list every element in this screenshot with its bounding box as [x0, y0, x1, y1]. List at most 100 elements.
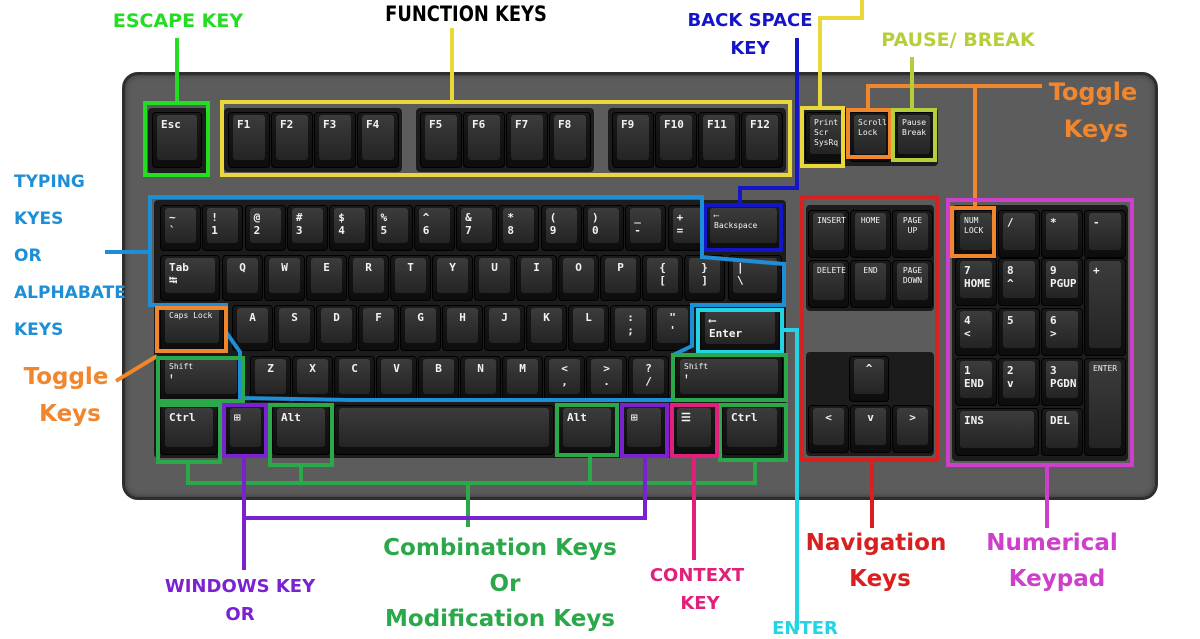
key-f6[interactable]: F6 — [463, 112, 505, 168]
key-alt[interactable]: Alt — [558, 405, 616, 455]
key--[interactable]: - — [1084, 210, 1126, 258]
key-y[interactable]: Y — [432, 255, 473, 301]
key-u[interactable]: U — [474, 255, 515, 301]
key-delete[interactable]: DELETE — [808, 260, 849, 308]
key-/[interactable]: / — [998, 210, 1040, 258]
key-f2[interactable]: F2 — [271, 112, 313, 168]
key-☰[interactable]: ☰ — [672, 405, 716, 455]
key-ins[interactable]: INS — [955, 408, 1039, 456]
key-end[interactable]: END — [850, 260, 891, 308]
key-q[interactable]: Q — [222, 255, 263, 301]
key-alt[interactable]: Alt — [272, 405, 330, 455]
key-3-pgdn[interactable]: 3 PGDN — [1041, 358, 1083, 406]
key-~-`[interactable]: ~ ` — [160, 205, 201, 251]
key-k[interactable]: K — [526, 305, 567, 351]
key-1-end[interactable]: 1 END — [955, 358, 997, 406]
key-label: F5 — [425, 115, 457, 160]
key-(-9[interactable]: ( 9 — [540, 205, 582, 251]
key-9-pgup[interactable]: 9 PGUP — [1041, 258, 1083, 306]
key-j[interactable]: J — [484, 305, 525, 351]
key-f5[interactable]: F5 — [420, 112, 462, 168]
key-f1[interactable]: F1 — [228, 112, 270, 168]
key-i[interactable]: I — [516, 255, 557, 301]
key-s[interactable]: S — [274, 305, 315, 351]
key-label: W — [269, 258, 300, 293]
key-page-up[interactable]: PAGE UP — [892, 210, 933, 258]
key-esc[interactable]: Esc — [152, 112, 202, 168]
key-ctrl[interactable]: Ctrl — [722, 405, 782, 455]
key-tab-⭾[interactable]: Tab ⭾ — [160, 255, 220, 301]
key-label: F2 — [276, 115, 308, 160]
key-f12[interactable]: F12 — [741, 112, 783, 168]
key-t[interactable]: T — [390, 255, 431, 301]
key-4-<[interactable]: 4 < — [955, 308, 997, 356]
key-&-7[interactable]: & 7 — [456, 205, 498, 251]
key-g[interactable]: G — [400, 305, 441, 351]
key-{-[[interactable]: { [ — [642, 255, 683, 301]
key-_--[interactable]: _ - — [625, 205, 667, 251]
key-num-lock[interactable]: NUM LOCK — [955, 210, 997, 258]
key-enter[interactable]: ENTER — [1084, 358, 1126, 456]
key-$-4[interactable]: $ 4 — [329, 205, 371, 251]
key-⊞[interactable]: ⊞ — [622, 405, 666, 455]
key-6->[interactable]: 6 > — [1041, 308, 1083, 356]
key-5[interactable]: 5 — [998, 308, 1040, 356]
key-v[interactable]: v — [850, 405, 891, 453]
key-f3[interactable]: F3 — [314, 112, 356, 168]
key-d[interactable]: D — [316, 305, 357, 351]
key-%-5[interactable]: % 5 — [371, 205, 413, 251]
key-l[interactable]: L — [568, 305, 609, 351]
key-page-down[interactable]: PAGE DOWN — [892, 260, 933, 308]
key-"-'[interactable]: " ' — [652, 305, 693, 351]
key-?-/[interactable]: ? / — [628, 356, 669, 402]
key-f8[interactable]: F8 — [549, 112, 591, 168]
key-print-scr-sysrq[interactable]: Print Scr SysRq — [805, 112, 847, 162]
key-ctrl[interactable]: Ctrl — [160, 405, 218, 455]
key-scroll-lock[interactable]: Scroll Lock — [849, 112, 891, 162]
key-7-home[interactable]: 7 HOME — [955, 258, 997, 306]
key-<[interactable]: < — [808, 405, 849, 453]
key-w[interactable]: W — [264, 255, 305, 301]
key-b[interactable]: B — [418, 356, 459, 402]
key-!-1[interactable]: ! 1 — [202, 205, 244, 251]
key-a[interactable]: A — [232, 305, 273, 351]
key-)-0[interactable]: ) 0 — [583, 205, 624, 251]
key-f[interactable]: F — [358, 305, 399, 351]
key-#-3[interactable]: # 3 — [286, 205, 328, 251]
key-8-^[interactable]: 8 ^ — [998, 258, 1040, 306]
key-f7[interactable]: F7 — [506, 112, 548, 168]
key-^-6[interactable]: ^ 6 — [413, 205, 455, 251]
key-:-;[interactable]: : ; — [610, 305, 651, 351]
key-2-v[interactable]: 2 v — [998, 358, 1040, 406]
key-space[interactable] — [334, 405, 554, 455]
key-f4[interactable]: F4 — [357, 112, 399, 168]
key->[interactable]: > — [892, 405, 933, 453]
key->-.[interactable]: > . — [586, 356, 627, 402]
key-home[interactable]: HOME — [850, 210, 891, 258]
key-f10[interactable]: F10 — [655, 112, 697, 168]
key-label — [339, 408, 549, 447]
key-z[interactable]: Z — [250, 356, 291, 402]
key-o[interactable]: O — [558, 255, 599, 301]
key-*[interactable]: * — [1041, 210, 1083, 258]
key-c[interactable]: C — [334, 356, 375, 402]
key-⊞[interactable]: ⊞ — [225, 405, 266, 455]
key-+[interactable]: + — [1084, 258, 1126, 356]
key-caps-lock[interactable]: Caps Lock — [160, 305, 224, 351]
key-f9[interactable]: F9 — [612, 112, 654, 168]
key-insert[interactable]: INSERT — [808, 210, 849, 258]
key-f11[interactable]: F11 — [698, 112, 740, 168]
key-del[interactable]: DEL — [1041, 408, 1083, 456]
key-<-,[interactable]: < , — [544, 356, 585, 402]
key-r[interactable]: R — [348, 255, 389, 301]
key-h[interactable]: H — [442, 305, 483, 351]
key-@-2[interactable]: @ 2 — [244, 205, 286, 251]
key-^[interactable]: ^ — [849, 356, 889, 402]
key-m[interactable]: M — [502, 356, 543, 402]
key-e[interactable]: E — [306, 255, 347, 301]
key-p[interactable]: P — [600, 255, 641, 301]
key-⟵-enter[interactable]: ⟵ Enter — [700, 308, 780, 352]
windows-bracket — [244, 456, 647, 520]
key-*-8[interactable]: * 8 — [498, 205, 540, 251]
key-x[interactable]: X — [292, 356, 333, 402]
